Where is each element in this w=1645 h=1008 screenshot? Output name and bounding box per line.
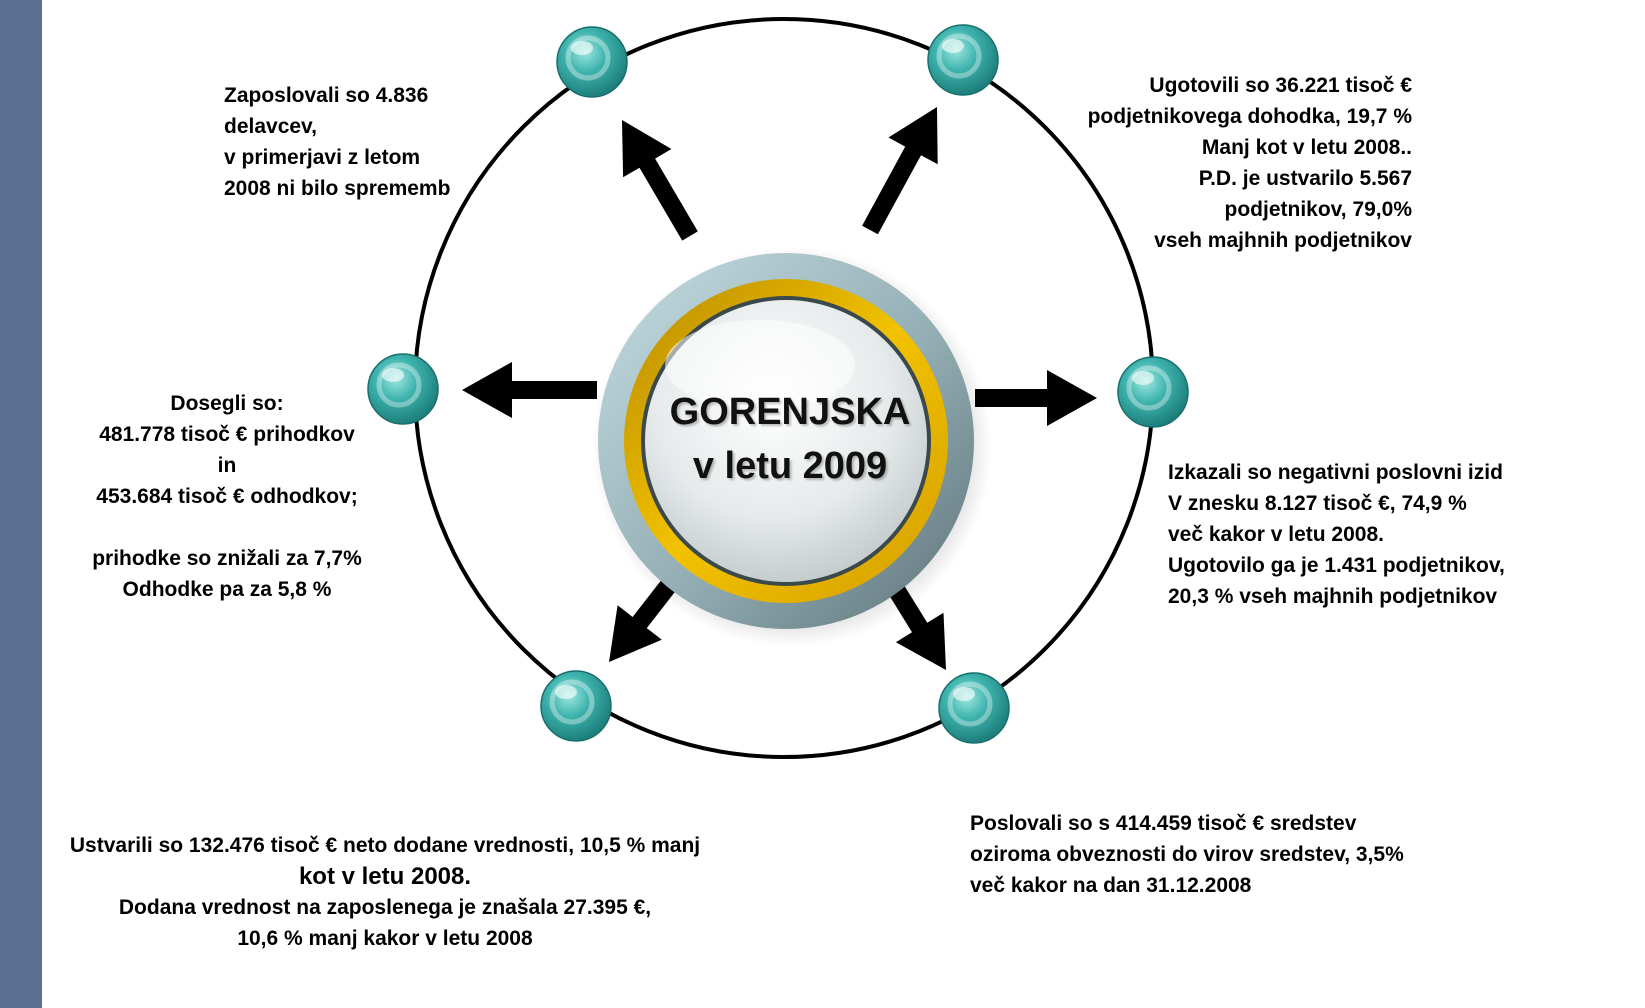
node-top-right	[927, 24, 999, 96]
text-line: 481.778 tisoč € prihodkov	[99, 423, 355, 446]
text-line: vseh majhnih podjetnikov	[1154, 229, 1412, 252]
text-block-left: Dosegli so: 481.778 tisoč € prihodkov in…	[42, 388, 412, 605]
node-bottom-right	[938, 672, 1010, 744]
text-line: podjetnikovega dohodka, 19,7 %	[1087, 105, 1412, 128]
text-line: P.D. je ustvarilo 5.567	[1198, 167, 1412, 190]
text-line: 20,3 % vseh majhnih podjetnikov	[1168, 585, 1498, 608]
hub-title-line: v letu 2009	[692, 445, 888, 487]
arrow-top-right	[862, 107, 938, 235]
text-line: Ustvarili so 132.476 tisoč € neto dodane…	[69, 834, 701, 857]
arrow-left	[462, 362, 597, 418]
text-line: Izkazali so negativni poslovni izid	[1168, 461, 1503, 484]
text-line: Zaposlovali so 4.836	[224, 84, 429, 107]
text-line: Manj kot v letu 2008..	[1201, 136, 1412, 159]
text-line: in	[217, 454, 237, 477]
node-right	[1117, 356, 1189, 428]
text-line: Ugotovilo ga je 1.431 podjetnikov,	[1168, 554, 1505, 577]
text-line-blank	[42, 512, 412, 543]
hub-title: GORENJSKA v letu 2009	[645, 385, 935, 493]
text-line: več kakor v letu 2008.	[1168, 523, 1384, 546]
text-line: Ugotovili so 36.221 tisoč €	[1149, 74, 1412, 97]
hub-title-line: GORENJSKA	[669, 391, 911, 433]
text-block-top-left: Zaposlovali so 4.836 delavcev, v primerj…	[224, 80, 450, 204]
text-line: 453.684 tisoč € odhodkov;	[96, 485, 358, 508]
text-line: kot v letu 2008.	[298, 863, 472, 890]
text-line: oziroma obveznosti do virov sredstev, 3,…	[970, 843, 1404, 866]
text-line: Odhodke pa za 5,8 %	[122, 578, 332, 601]
text-block-right: Izkazali so negativni poslovni izid V zn…	[1168, 457, 1505, 612]
node-top-left	[556, 26, 628, 98]
node-left	[367, 353, 439, 425]
text-line: delavcev,	[224, 115, 318, 138]
arrow-top-left	[622, 120, 698, 241]
text-line: Dodana vrednost na zaposlenega je znašal…	[118, 896, 652, 919]
text-line: Dosegli so:	[170, 392, 284, 415]
node-bottom-left	[540, 670, 612, 742]
text-block-bottom-right: Poslovali so s 414.459 tisoč € sredstev …	[970, 808, 1404, 901]
side-bar	[0, 0, 42, 1008]
text-line: podjetnikov, 79,0%	[1224, 198, 1413, 221]
text-line: 2008 ni bilo sprememb	[224, 177, 451, 200]
text-line: Poslovali so s 414.459 tisoč € sredstev	[970, 812, 1357, 835]
text-block-top-right: Ugotovili so 36.221 tisoč € podjetnikove…	[1088, 70, 1412, 256]
text-line: prihodke so znižali za 7,7%	[92, 547, 362, 570]
text-line: V znesku 8.127 tisoč €, 74,9 %	[1168, 492, 1467, 515]
text-line: več kakor na dan 31.12.2008	[970, 874, 1252, 897]
arrow-right	[975, 370, 1097, 426]
text-line: v primerjavi z letom	[224, 146, 421, 169]
hub-circle	[592, 247, 992, 647]
text-block-bottom-left: Ustvarili so 132.476 tisoč € neto dodane…	[10, 830, 760, 954]
text-line: 10,6 % manj kakor v letu 2008	[237, 927, 533, 950]
